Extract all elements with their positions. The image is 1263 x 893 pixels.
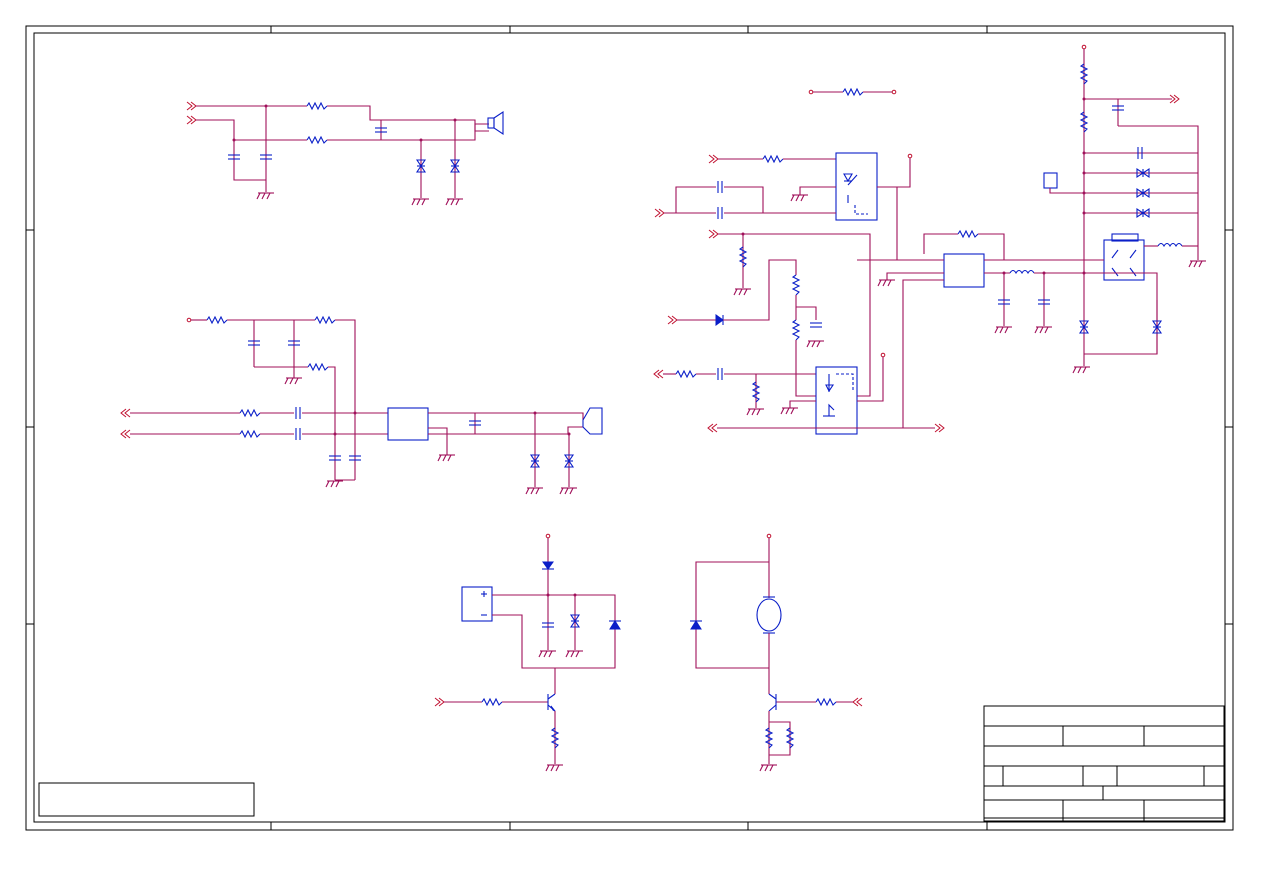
optocoupler-top bbox=[835, 152, 878, 221]
connector-icon bbox=[1043, 172, 1058, 189]
sheet-frame bbox=[25, 25, 1234, 831]
speaker-output-top-circuit bbox=[186, 101, 504, 206]
zener-diode-icon bbox=[542, 561, 554, 570]
relay-interface-circuit bbox=[653, 88, 945, 435]
battery-icon bbox=[461, 586, 493, 622]
relay-icon bbox=[1103, 239, 1145, 281]
motor-icon bbox=[756, 598, 782, 632]
speaker-icon bbox=[487, 117, 495, 129]
motor-driver-circuit bbox=[690, 533, 863, 772]
note-box bbox=[38, 782, 255, 817]
power-filter-circuit bbox=[857, 44, 1207, 428]
speaker-output-mid-circuit bbox=[120, 316, 603, 495]
diode-icon bbox=[690, 620, 702, 630]
optocoupler-bottom bbox=[815, 366, 858, 435]
inductor-icon bbox=[1009, 269, 1035, 275]
regulator-ic bbox=[943, 253, 985, 288]
diode-icon bbox=[715, 314, 724, 326]
title-block bbox=[983, 705, 1225, 822]
speaker-icon bbox=[582, 407, 603, 435]
buzzer-driver-circuit bbox=[434, 533, 621, 772]
inductor-icon bbox=[1157, 242, 1183, 248]
amplifier-ic bbox=[387, 407, 429, 441]
